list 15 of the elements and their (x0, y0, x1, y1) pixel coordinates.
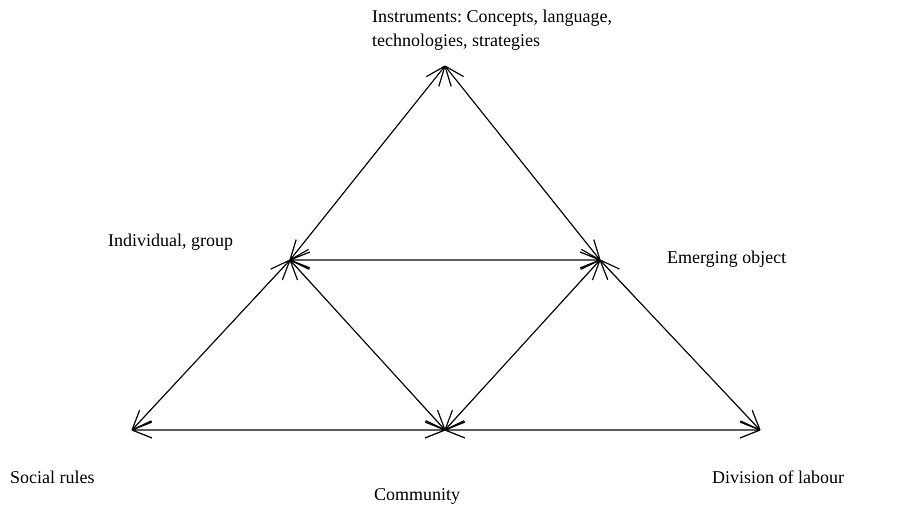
node-label: Emerging object (667, 245, 867, 269)
node-label: Instruments: Concepts, language, technologies, strategies (372, 4, 672, 52)
double-arrow (289, 251, 601, 269)
node-label: Individual, group (108, 228, 278, 252)
double-arrow (444, 65, 601, 261)
double-arrow (289, 65, 446, 261)
double-arrow (444, 259, 601, 431)
node-label: Social rules (10, 465, 160, 489)
node-label: Division of labour (712, 465, 892, 489)
double-arrow (599, 259, 761, 431)
node-label: Community (374, 482, 504, 506)
double-arrow (289, 259, 446, 431)
double-arrow (131, 259, 291, 431)
double-arrow (444, 421, 761, 439)
double-arrow (131, 421, 446, 439)
